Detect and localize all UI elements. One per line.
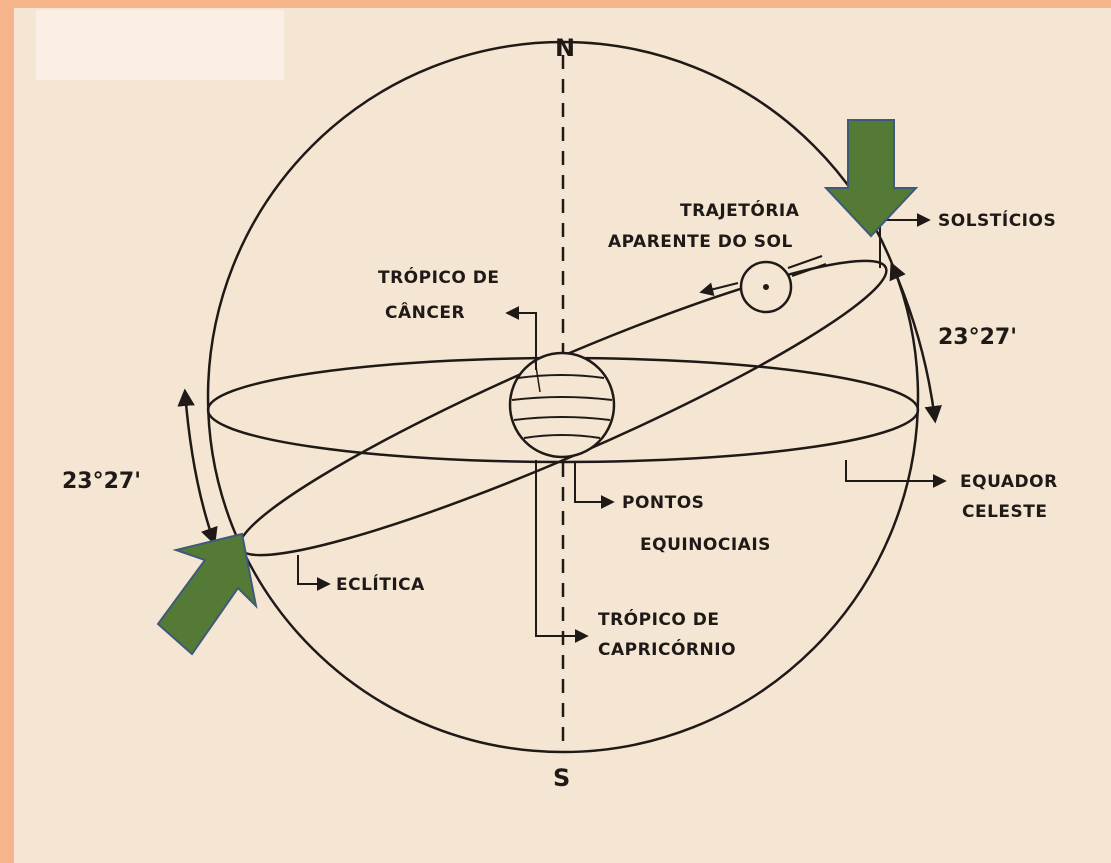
sun-path-label-line1: TRAJETÓRIA [680, 199, 800, 221]
pointer-ecliptic [297, 555, 331, 591]
tropic-capricorn-label-line1: TRÓPICO DE [598, 608, 720, 630]
angle-label-left: 23°27' [62, 469, 141, 494]
pointer-celestial-equator [845, 460, 947, 488]
ecliptic-label: ECLÍTICA [336, 573, 425, 595]
pointer-tropic-capricorn [535, 460, 589, 643]
angle-arc-right [889, 261, 942, 424]
equinox-points-label-line2: EQUINOCIAIS [640, 535, 771, 555]
equinox-points-label-line1: PONTOS [622, 493, 704, 513]
south-label: S [553, 764, 570, 792]
celestial-equator-label-line1: EQUADOR [960, 472, 1058, 492]
sun-path-label-line2: APARENTE DO SOL [608, 232, 793, 252]
pointer-equinox-points [574, 462, 615, 509]
tropic-cancer-label-line1: TRÓPICO DE [378, 266, 500, 288]
tropic-capricorn-label-line2: CAPRICÓRNIO [598, 638, 736, 660]
tropic-cancer-label-line2: CÂNCER [385, 301, 465, 323]
pointer-tropic-cancer [505, 306, 537, 370]
earth-globe [508, 351, 616, 459]
sun-symbol [699, 255, 827, 314]
north-label: N [555, 34, 575, 62]
solstices-label: SOLSTÍCIOS [938, 209, 1056, 231]
arrow-up-right-icon [156, 532, 258, 656]
angle-label-right: 23°27' [938, 325, 1017, 350]
angle-arc-left [177, 388, 218, 546]
celestial-equator-label-line2: CELESTE [962, 502, 1048, 522]
top-left-blank-patch [36, 10, 284, 80]
pointer-solstices [879, 213, 931, 268]
arrow-down-icon [823, 119, 919, 238]
